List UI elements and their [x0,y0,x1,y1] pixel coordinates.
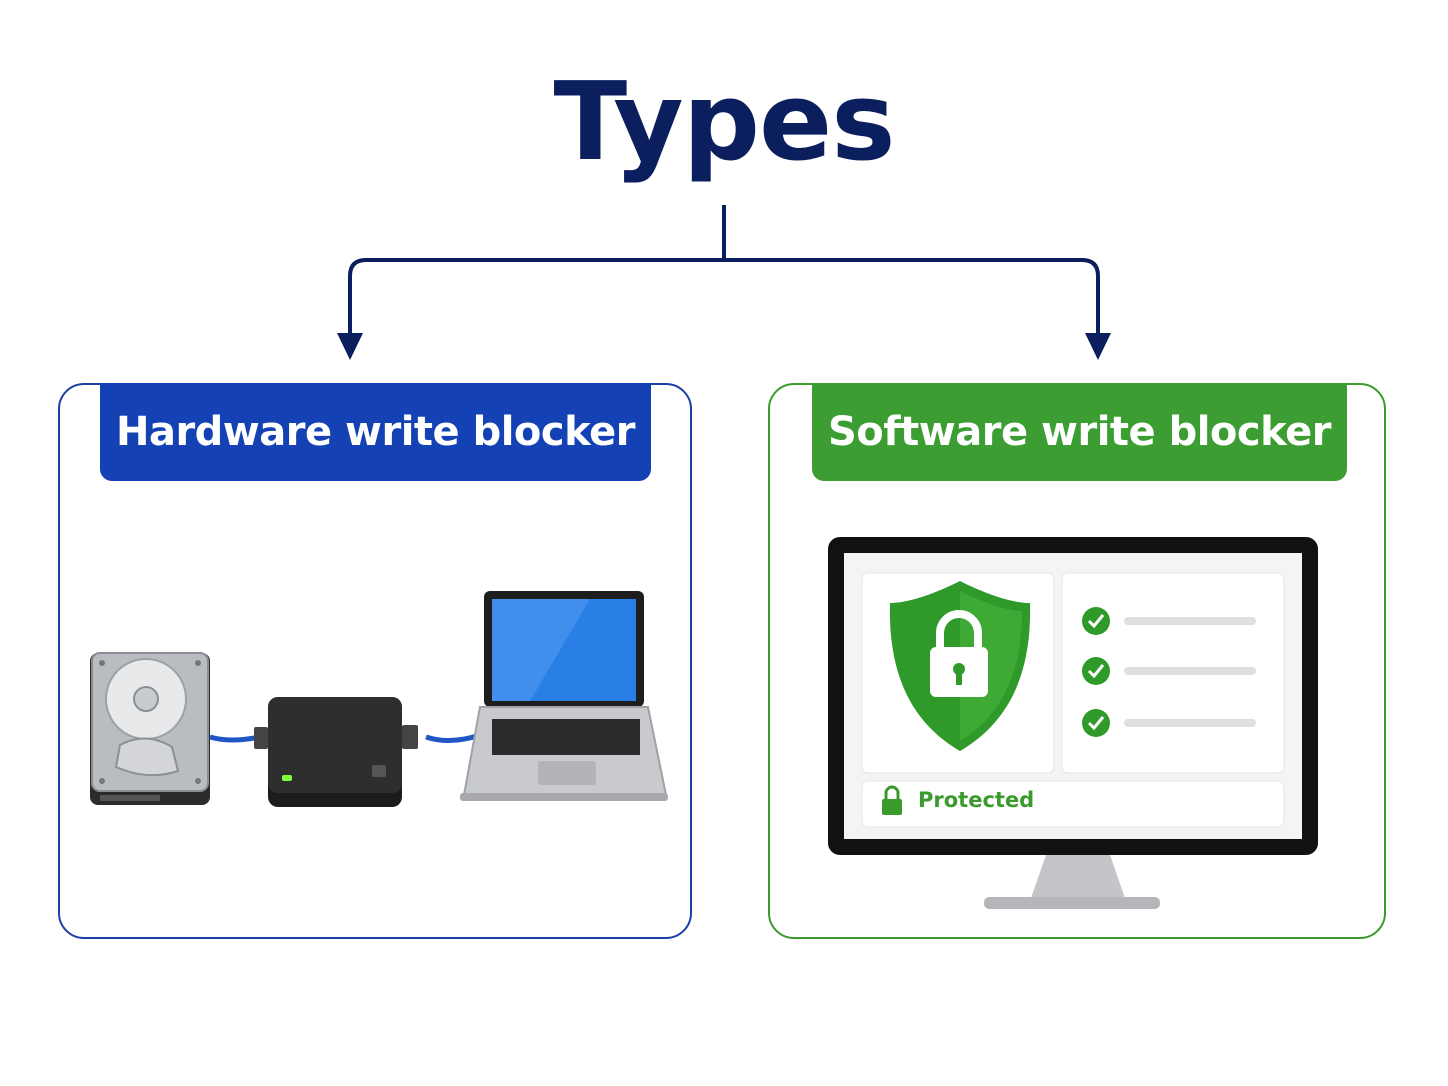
protected-status: Protected [918,788,1035,812]
lock-icon [882,785,902,815]
laptop-icon [460,591,668,801]
software-header: Software write blocker [812,383,1347,481]
hardware-header: Hardware write blocker [100,383,651,481]
arrow-right-icon [1085,333,1111,360]
hard-drive-icon [90,652,210,805]
write-blocker-device-icon [268,697,402,807]
software-illustration [828,537,1318,909]
branch-connector [337,205,1111,360]
diagram-title: Types [553,60,895,185]
arrow-left-icon [337,333,363,360]
check-icon [1082,607,1110,737]
software-card: Software write blocker [768,383,1386,939]
hardware-illustration [90,591,668,807]
shield-lock-icon [889,581,1031,751]
hardware-card: Hardware write blocker [58,383,692,939]
